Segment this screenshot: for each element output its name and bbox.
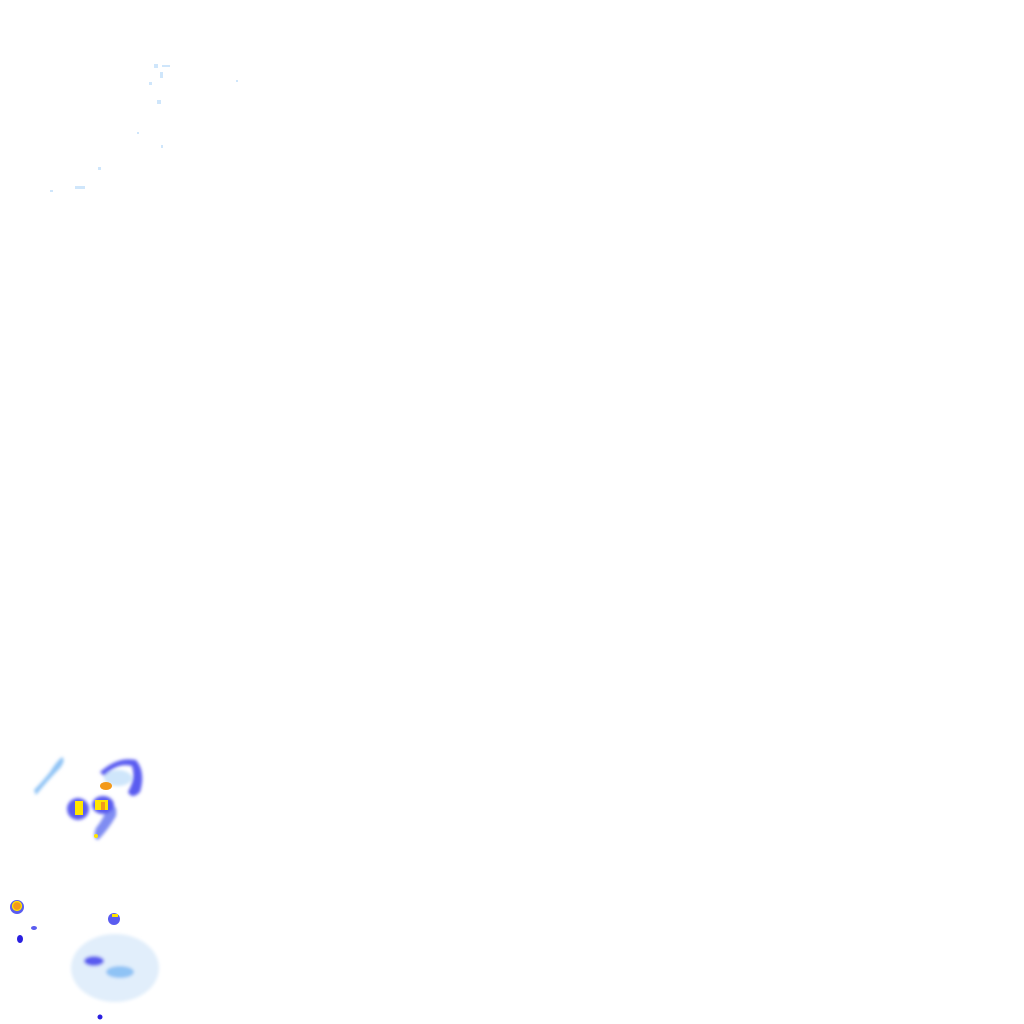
cell-isolated-southwest <box>12 901 22 911</box>
cell-orange-north <box>100 782 112 790</box>
stratiform-patch <box>106 966 134 978</box>
hook-arc <box>100 759 143 796</box>
hook-fill <box>104 770 132 786</box>
cell-small-east <box>112 914 118 917</box>
small-echo <box>97 1014 103 1020</box>
cell-central-orange <box>101 802 105 810</box>
streak-northwest <box>34 757 64 795</box>
cell-isolated-southwest-ring <box>11 900 23 912</box>
tail-south <box>94 806 117 840</box>
cell-west-core <box>75 801 83 815</box>
small-echo <box>31 926 37 930</box>
stratiform-core <box>84 956 104 966</box>
faint-echoes-north <box>50 64 238 192</box>
small-echo <box>17 935 23 943</box>
tail-core <box>94 834 98 838</box>
